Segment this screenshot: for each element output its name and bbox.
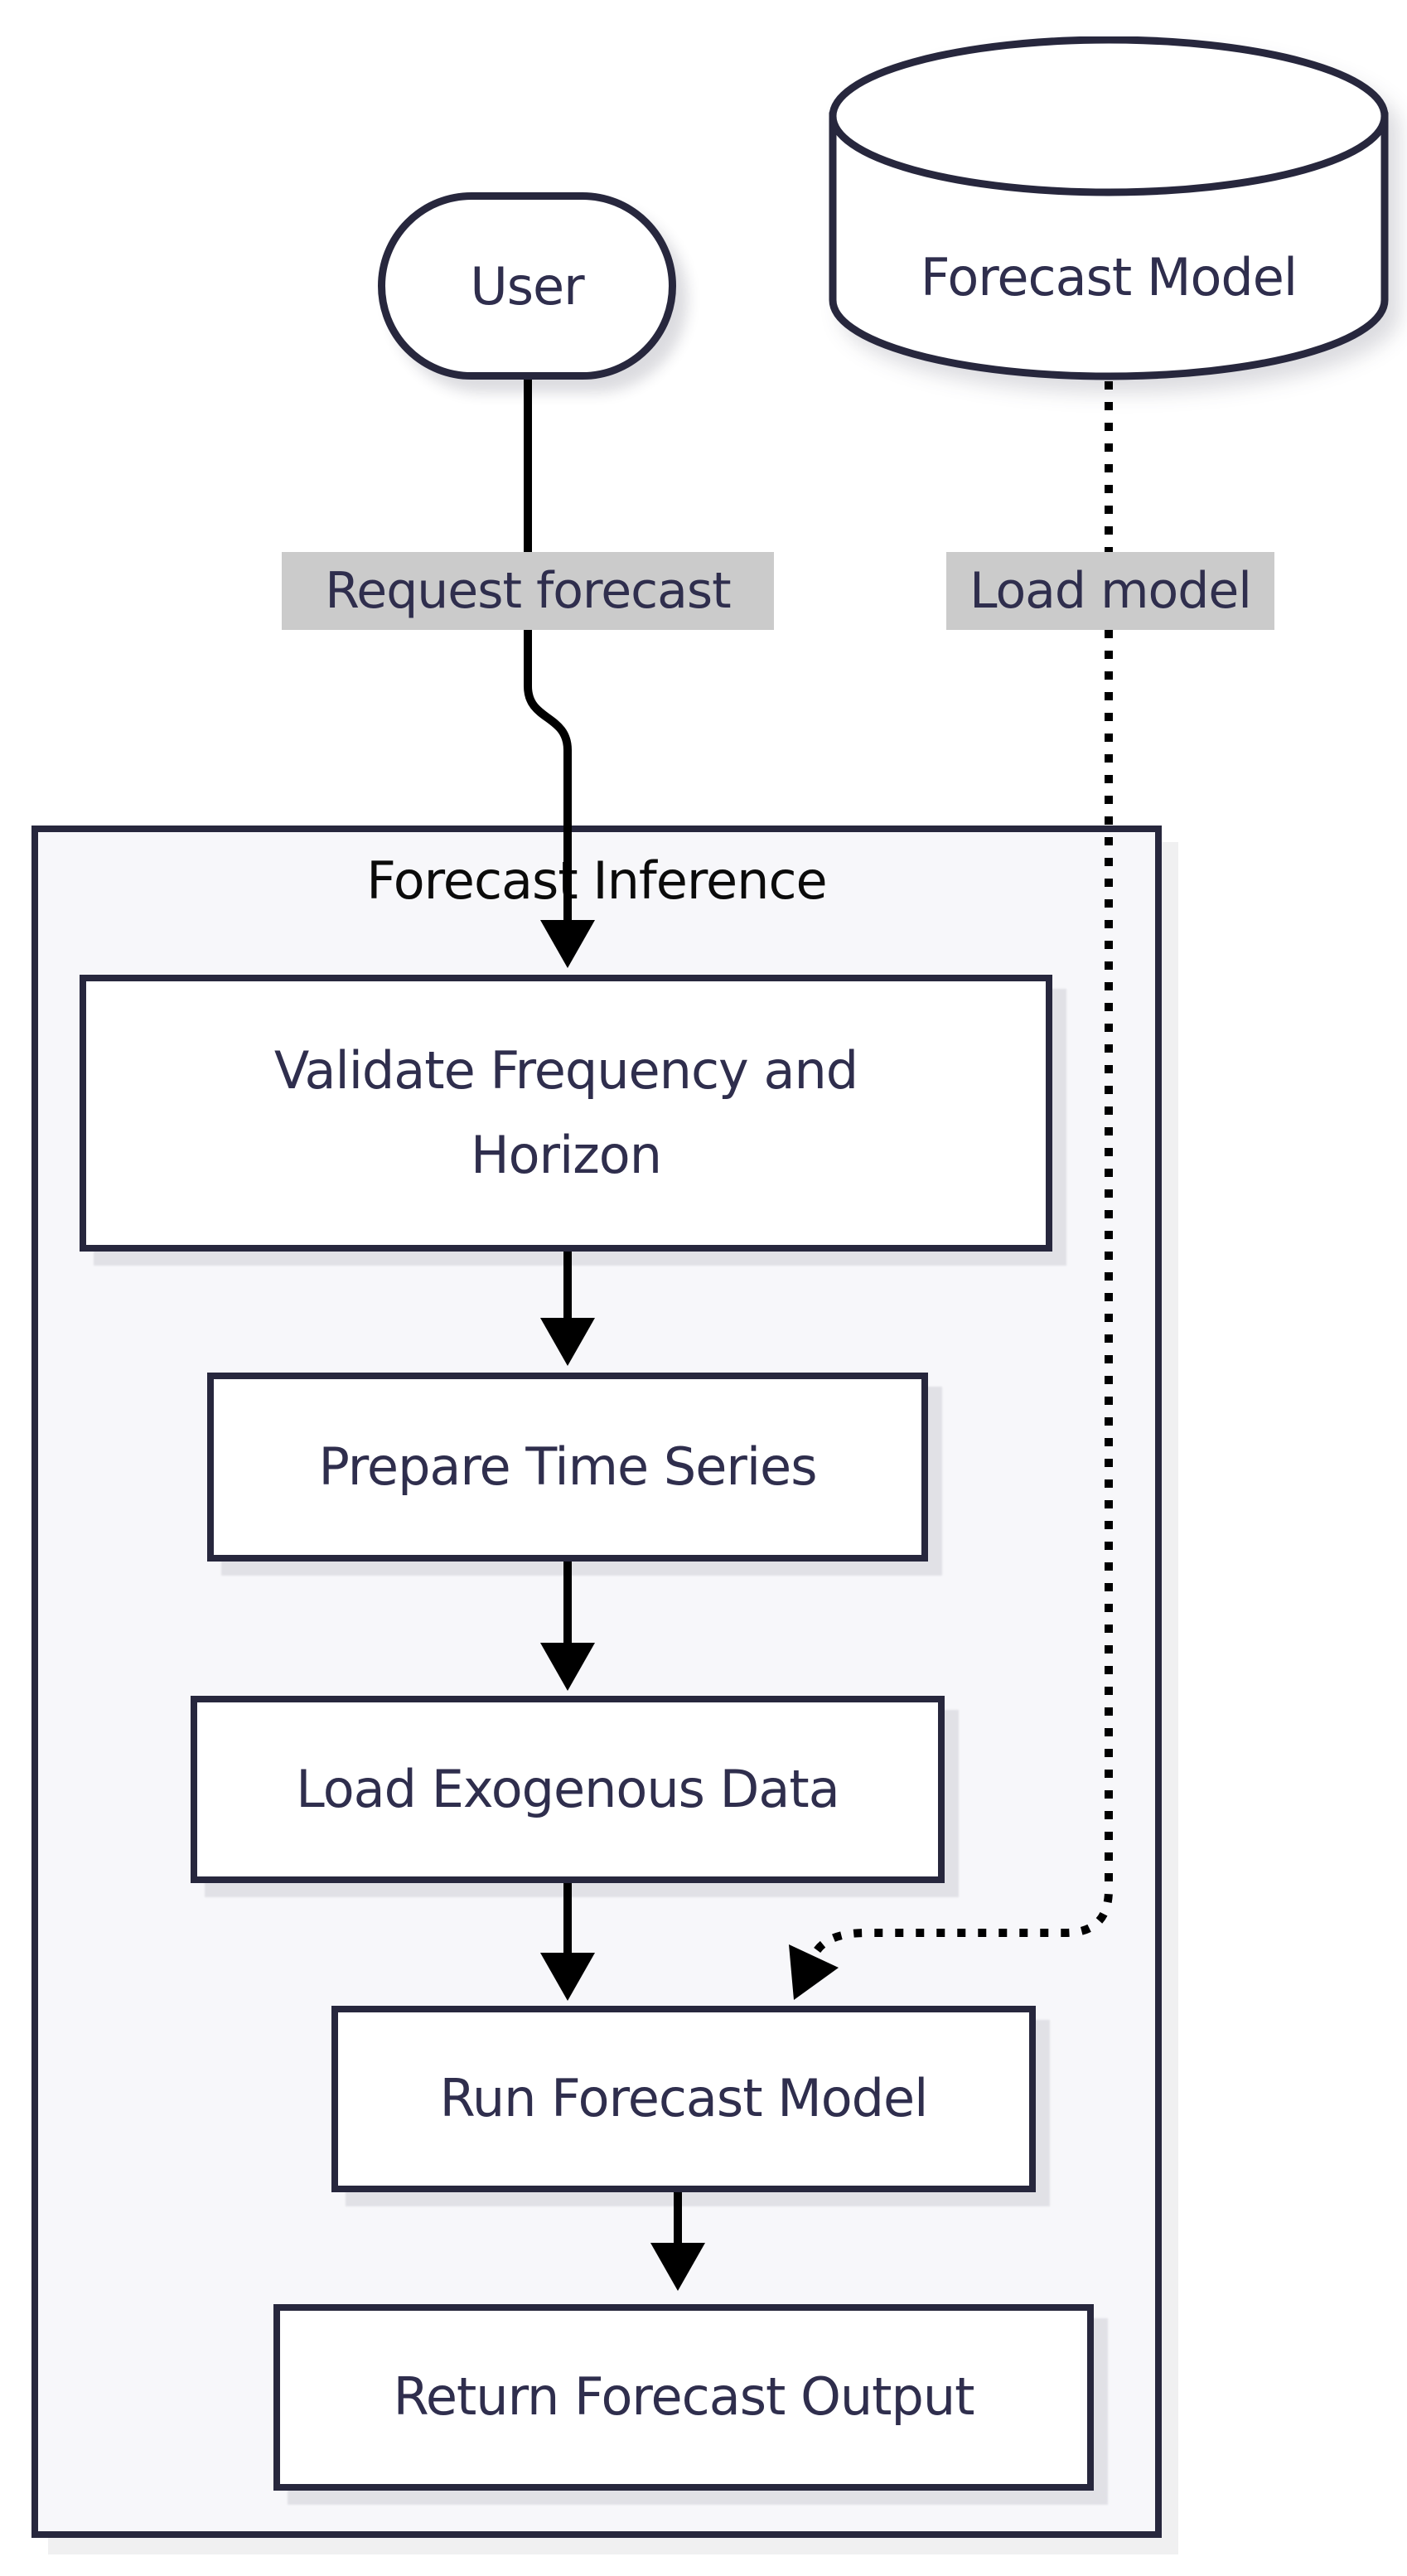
node-user-label: User — [470, 255, 584, 317]
node-forecast-model: Forecast Model — [829, 36, 1389, 381]
edge-label-request-forecast: Request forecast — [282, 552, 774, 630]
node-load-exogenous-data: Load Exogenous Data — [191, 1696, 945, 1883]
subgraph-title: Forecast Inference — [366, 850, 827, 911]
node-load-exogenous-label: Load Exogenous Data — [296, 1758, 839, 1819]
node-user: User — [378, 192, 676, 380]
node-prepare-time-series: Prepare Time Series — [207, 1373, 928, 1562]
edge-label-load-model: Load model — [946, 552, 1274, 630]
node-run-forecast-model: Run Forecast Model — [331, 2006, 1036, 2192]
node-return-forecast-output: Return Forecast Output — [273, 2304, 1094, 2491]
node-validate-label: Validate Frequency and Horizon — [273, 1039, 858, 1185]
node-validate-frequency-horizon: Validate Frequency and Horizon — [80, 975, 1052, 1252]
node-prepare-label: Prepare Time Series — [318, 1436, 818, 1497]
node-return-label: Return Forecast Output — [393, 2366, 975, 2428]
node-run-label: Run Forecast Model — [439, 2068, 929, 2129]
database-cylinder-icon — [829, 36, 1389, 380]
node-forecast-model-label: Forecast Model — [920, 246, 1298, 307]
